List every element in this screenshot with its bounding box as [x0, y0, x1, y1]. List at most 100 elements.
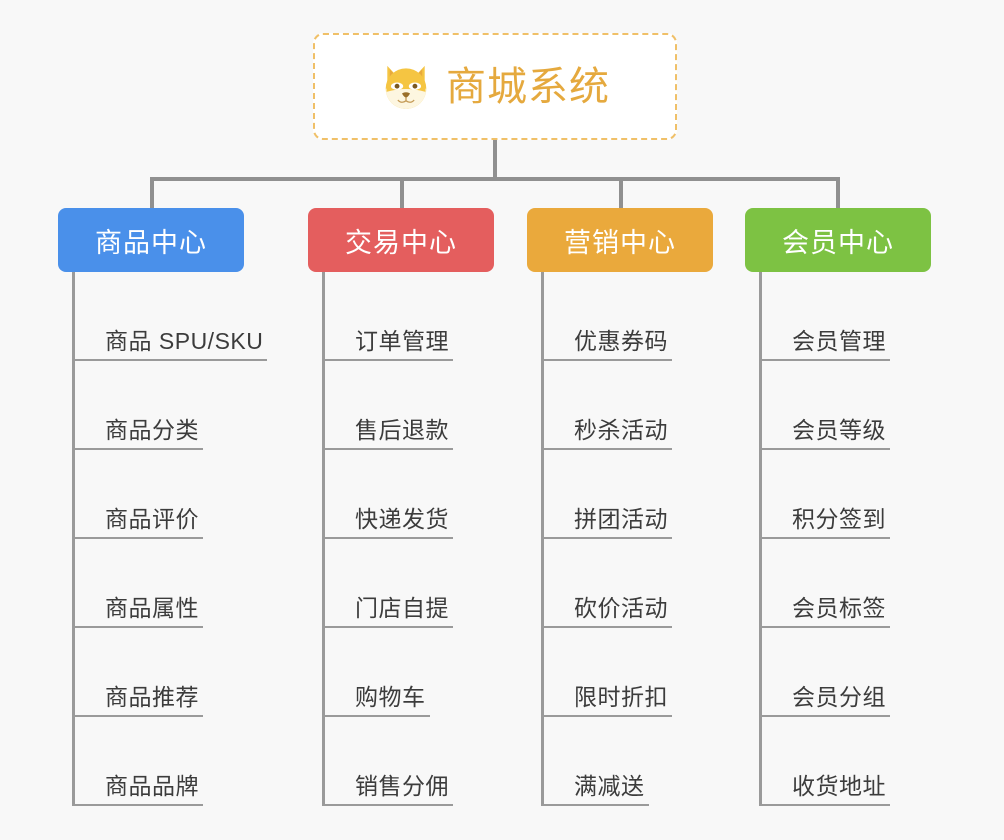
leaf-underline [541, 537, 672, 539]
category-header-label: 营销中心 [564, 227, 676, 258]
leaf-item[interactable]: 商品 SPU/SKU [72, 272, 268, 361]
leaf-spine [541, 272, 544, 806]
leaf-label: 购物车 [355, 683, 426, 710]
leaf-item[interactable]: 商品属性 [72, 539, 244, 628]
leaf-label: 商品 SPU/SKU [105, 327, 264, 354]
leaf-underline [322, 448, 453, 450]
leaf-label: 拼团活动 [574, 505, 668, 532]
leaf-underline [759, 715, 890, 717]
leaf-label: 商品品牌 [105, 772, 199, 799]
leaf-underline [759, 359, 890, 361]
leaf-item[interactable]: 会员标签 [759, 539, 931, 628]
leaf-label: 商品属性 [105, 594, 199, 621]
leaf-label: 商品评价 [105, 505, 199, 532]
connector-branch-3 [619, 177, 623, 208]
leaf-item[interactable]: 商品分类 [72, 361, 244, 450]
leaf-label: 满减送 [574, 772, 645, 799]
leaf-list-4: 会员管理 会员等级 积分签到 会员标签 会员分组 收货地址 [759, 272, 931, 806]
leaf-underline [759, 626, 890, 628]
leaf-spine [322, 272, 325, 806]
leaf-item[interactable]: 会员分组 [759, 628, 931, 717]
leaf-label: 会员标签 [792, 594, 886, 621]
leaf-item[interactable]: 秒杀活动 [541, 361, 713, 450]
leaf-label: 优惠券码 [574, 327, 668, 354]
category-header-3[interactable]: 营销中心 [527, 208, 713, 272]
leaf-underline [759, 804, 890, 806]
leaf-underline [322, 537, 453, 539]
connector-horizontal-bus [150, 177, 840, 181]
leaf-label: 订单管理 [355, 327, 449, 354]
leaf-underline [322, 715, 430, 717]
category-header-label: 会员中心 [782, 227, 894, 258]
leaf-item[interactable]: 收货地址 [759, 717, 931, 806]
leaf-underline [541, 626, 672, 628]
category-column-商品中心: 商品中心 商品 SPU/SKU 商品分类 商品评价 商品属性 商品推荐 [58, 208, 268, 806]
leaf-underline [541, 804, 649, 806]
leaf-item[interactable]: 商品品牌 [72, 717, 244, 806]
leaf-item[interactable]: 商品评价 [72, 450, 244, 539]
leaf-underline [541, 715, 672, 717]
leaf-item[interactable]: 快递发货 [322, 450, 494, 539]
leaf-spine [759, 272, 762, 806]
leaf-label: 商品分类 [105, 416, 199, 443]
leaf-item[interactable]: 会员等级 [759, 361, 931, 450]
leaf-label: 会员等级 [792, 416, 886, 443]
shiba-dog-face-icon [385, 65, 427, 109]
leaf-label: 秒杀活动 [574, 416, 668, 443]
leaf-underline [72, 359, 268, 361]
leaf-item[interactable]: 优惠券码 [541, 272, 713, 361]
category-column-会员中心: 会员中心 会员管理 会员等级 积分签到 会员标签 会员分组 [745, 208, 931, 806]
leaf-label: 砍价活动 [574, 594, 668, 621]
leaf-item[interactable]: 门店自提 [322, 539, 494, 628]
leaf-underline [72, 804, 203, 806]
leaf-underline [72, 537, 203, 539]
leaf-item[interactable]: 订单管理 [322, 272, 494, 361]
leaf-label: 收货地址 [792, 772, 886, 799]
category-header-label: 交易中心 [345, 227, 457, 258]
leaf-underline [322, 804, 453, 806]
leaf-item[interactable]: 满减送 [541, 717, 713, 806]
connector-root-vertical [493, 140, 497, 180]
leaf-list-1: 商品 SPU/SKU 商品分类 商品评价 商品属性 商品推荐 商品品牌 [72, 272, 268, 806]
leaf-item[interactable]: 会员管理 [759, 272, 931, 361]
leaf-item[interactable]: 拼团活动 [541, 450, 713, 539]
leaf-underline [322, 359, 453, 361]
leaf-item[interactable]: 售后退款 [322, 361, 494, 450]
leaf-item[interactable]: 商品推荐 [72, 628, 244, 717]
connector-branch-1 [150, 177, 154, 208]
leaf-item[interactable]: 限时折扣 [541, 628, 713, 717]
leaf-underline [759, 448, 890, 450]
leaf-underline [541, 359, 672, 361]
category-header-4[interactable]: 会员中心 [745, 208, 931, 272]
leaf-label: 积分签到 [792, 505, 886, 532]
leaf-list-2: 订单管理 售后退款 快递发货 门店自提 购物车 销售分佣 [322, 272, 494, 806]
leaf-item[interactable]: 销售分佣 [322, 717, 494, 806]
leaf-label: 门店自提 [355, 594, 449, 621]
leaf-underline [541, 448, 672, 450]
connector-branch-4 [836, 177, 840, 208]
category-column-交易中心: 交易中心 订单管理 售后退款 快递发货 门店自提 购物车 [308, 208, 494, 806]
leaf-item[interactable]: 积分签到 [759, 450, 931, 539]
leaf-label: 销售分佣 [355, 772, 449, 799]
leaf-label: 限时折扣 [574, 683, 668, 710]
leaf-underline [72, 715, 203, 717]
leaf-item[interactable]: 购物车 [322, 628, 494, 717]
leaf-underline [72, 626, 203, 628]
leaf-label: 快递发货 [355, 505, 449, 532]
leaf-label: 售后退款 [355, 416, 449, 443]
leaf-spine [72, 272, 75, 806]
leaf-label: 会员分组 [792, 683, 886, 710]
category-header-1[interactable]: 商品中心 [58, 208, 244, 272]
leaf-label: 会员管理 [792, 327, 886, 354]
category-header-label: 商品中心 [95, 227, 207, 258]
leaf-underline [759, 537, 890, 539]
category-column-营销中心: 营销中心 优惠券码 秒杀活动 拼团活动 砍价活动 限时折扣 [527, 208, 713, 806]
leaf-underline [72, 448, 203, 450]
root-title: 商城系统 [446, 64, 610, 109]
root-node-mall-system[interactable]: 商城系统 [313, 33, 677, 140]
leaf-item[interactable]: 砍价活动 [541, 539, 713, 628]
category-header-2[interactable]: 交易中心 [308, 208, 494, 272]
leaf-underline [322, 626, 453, 628]
connector-branch-2 [400, 177, 404, 208]
